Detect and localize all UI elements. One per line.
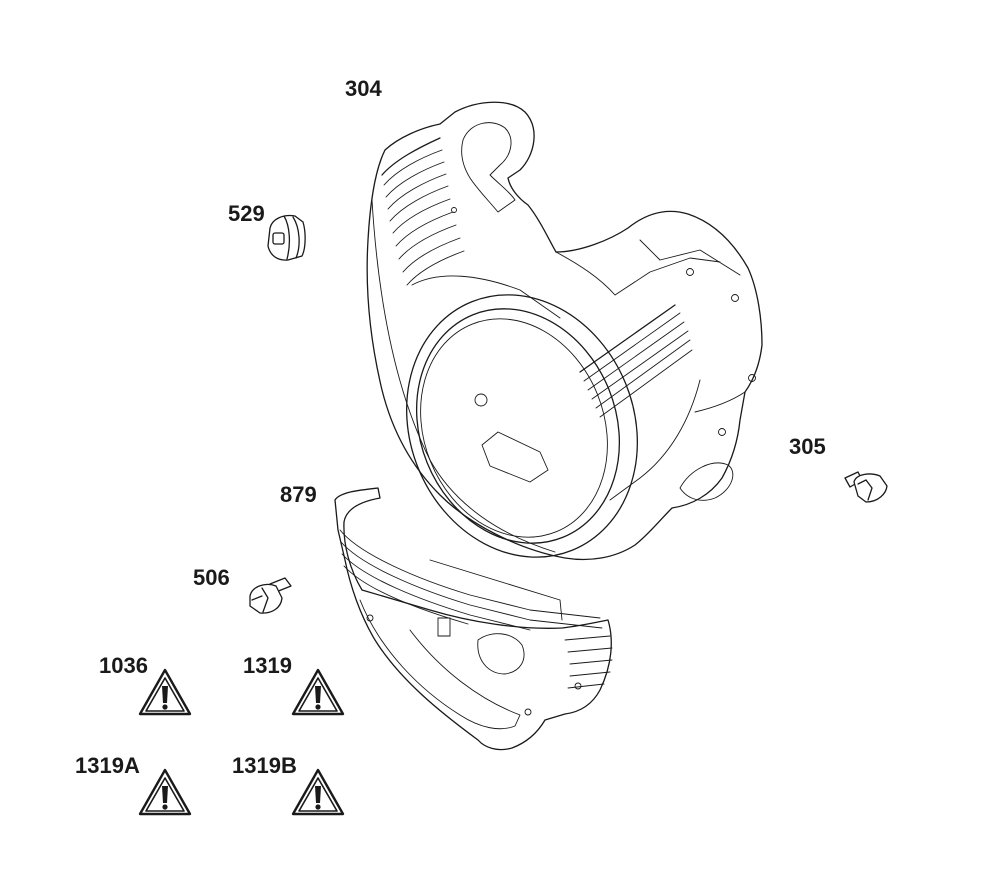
callout-1319: 1319 <box>243 653 292 678</box>
blower-housing-drawing <box>366 101 763 561</box>
callout-304: 304 <box>345 76 382 101</box>
warning-triangle-icon <box>291 768 345 816</box>
warning-triangle-icon <box>138 768 192 816</box>
callout-1319a: 1319A <box>75 753 140 778</box>
callout-1319b: 1319B <box>232 753 297 778</box>
grommet-icon <box>267 214 306 261</box>
warning-triangle-icon <box>291 668 345 716</box>
callout-529: 529 <box>228 201 265 226</box>
callout-879: 879 <box>280 482 317 507</box>
hex-bolt-icon <box>844 471 888 503</box>
warning-triangle-icon <box>138 668 192 716</box>
callout-305: 305 <box>789 434 826 459</box>
callout-506: 506 <box>193 565 230 590</box>
belt-cover-drawing <box>334 487 613 751</box>
callout-1036: 1036 <box>99 653 148 678</box>
hex-bolt-icon <box>249 577 292 614</box>
